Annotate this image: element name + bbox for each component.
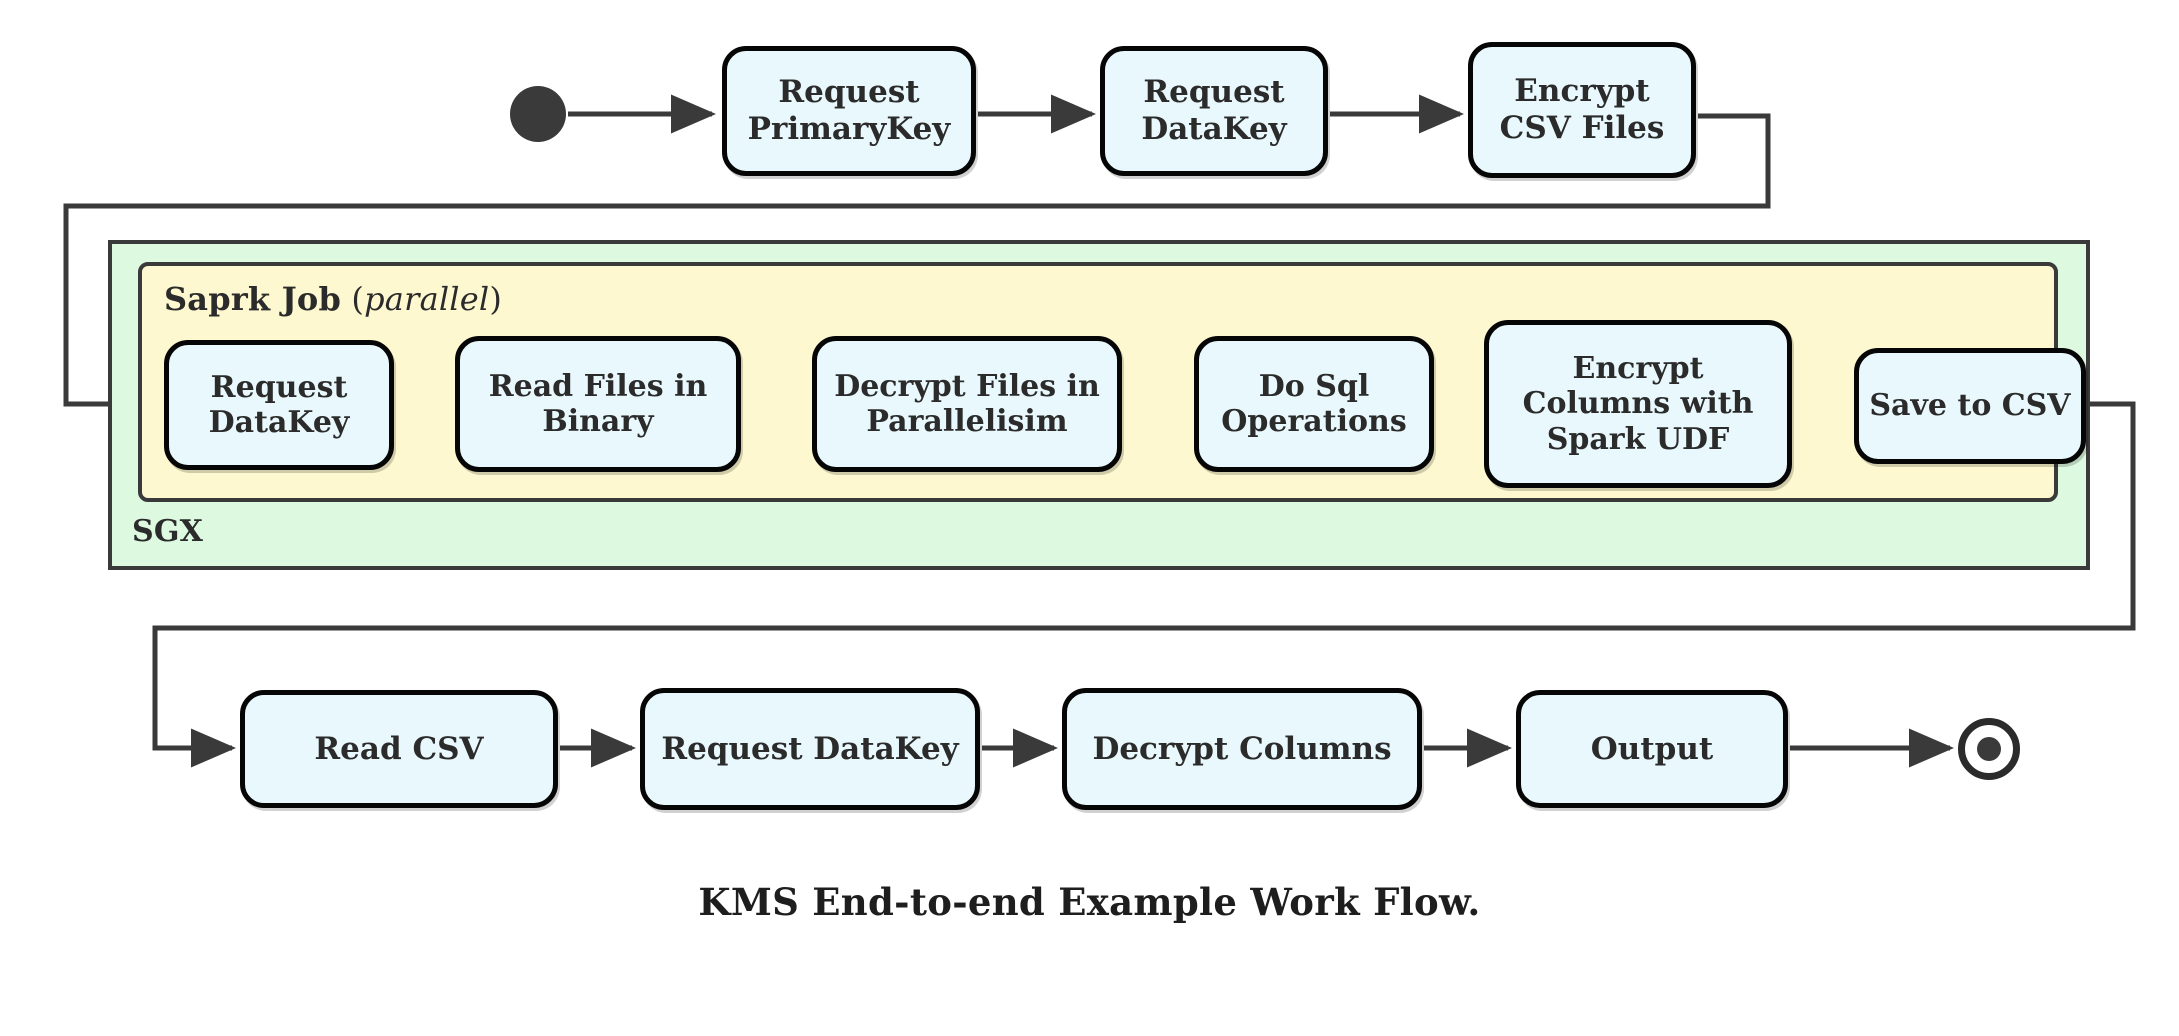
spark-job-container-label: Saprk Job (parallel) [164, 280, 502, 318]
spark-job-paren-open: ( [341, 280, 365, 318]
node-request-datakey-spark: Request DataKey [164, 340, 394, 470]
node-label-request-primarykey: Request PrimaryKey [747, 74, 951, 147]
spark-job-label-text: Saprk Job [164, 280, 342, 318]
node-output: Output [1516, 690, 1788, 808]
node-decrypt-columns: Decrypt Columns [1062, 688, 1422, 810]
node-label-encrypt-csv-files: Encrypt CSV Files [1499, 73, 1665, 146]
sgx-label-text: SGX [132, 514, 204, 549]
node-read-files-in-binary: Read Files in Binary [455, 336, 741, 472]
node-request-primarykey: Request PrimaryKey [722, 46, 976, 176]
node-save-to-csv: Save to CSV [1854, 348, 2086, 464]
node-read-csv: Read CSV [240, 690, 558, 808]
node-label-output: Output [1590, 730, 1714, 767]
start-node [510, 86, 566, 142]
node-do-sql-operations: Do Sql Operations [1194, 336, 1434, 472]
node-label-do-sql-operations: Do Sql Operations [1221, 368, 1407, 439]
node-label-read-files-in-binary: Read Files in Binary [488, 368, 708, 439]
node-decrypt-files-parallel: Decrypt Files in Parallelisim [812, 336, 1122, 472]
end-node [1958, 718, 2020, 780]
sgx-container-label: SGX [132, 514, 203, 549]
node-label-save-to-csv: Save to CSV [1869, 388, 2071, 424]
node-label-decrypt-files-parallel: Decrypt Files in Parallelisim [834, 368, 1100, 439]
node-request-datakey-top: Request DataKey [1100, 46, 1328, 176]
figure-caption: KMS End-to-end Example Work Flow. [698, 880, 1481, 924]
node-label-request-datakey-out: Request DataKey [661, 730, 959, 767]
node-encrypt-csv-files: Encrypt CSV Files [1468, 42, 1696, 178]
node-label-encrypt-columns-udf: Encrypt Columns with Spark UDF [1522, 350, 1754, 457]
spark-job-paren-close: ) [489, 280, 502, 318]
node-request-datakey-out: Request DataKey [640, 688, 980, 810]
node-encrypt-columns-udf: Encrypt Columns with Spark UDF [1484, 320, 1792, 488]
node-label-request-datakey-spark: Request DataKey [208, 369, 350, 440]
end-node-core [1976, 736, 2002, 762]
spark-job-parallel-annotation: parallel [364, 280, 490, 318]
node-label-decrypt-columns: Decrypt Columns [1092, 730, 1392, 767]
node-label-read-csv: Read CSV [314, 730, 484, 767]
node-label-request-datakey-top: Request DataKey [1141, 74, 1287, 147]
